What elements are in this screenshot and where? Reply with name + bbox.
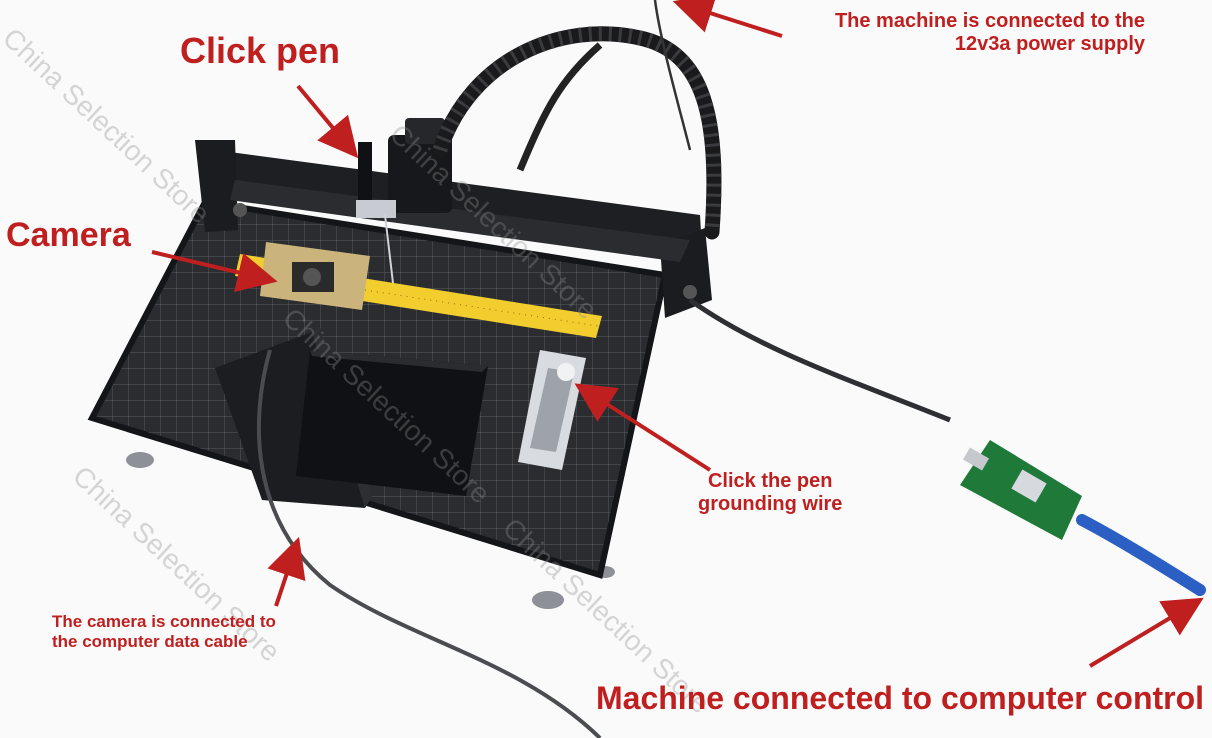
annotation-arrows <box>151 0 1204 668</box>
control-arrow <box>1088 597 1204 668</box>
grounding-wire-label: Click the pen grounding wire <box>698 470 842 516</box>
grounding-clip <box>518 350 586 470</box>
grounding-wire-label-line1: Click the pen <box>707 470 833 492</box>
camera-cable-label-line1: The camera is connected to <box>52 612 276 631</box>
power-supply-label: The machine is connected to the 12v3a po… <box>835 10 1145 56</box>
control-board <box>960 440 1206 596</box>
click-pen-arrow <box>296 84 359 159</box>
power-supply-label-line2: 12v3a power supply <box>954 33 1145 55</box>
camera-cable-arrow <box>267 536 306 607</box>
camera-board <box>260 242 370 310</box>
click-pen-label: Click pen <box>180 30 341 71</box>
camera-arrow <box>151 250 278 292</box>
camera-data-cable <box>256 349 602 738</box>
grounding-arrow <box>574 383 712 472</box>
power-supply-label-line1: The machine is connected to the <box>834 10 1145 32</box>
phone <box>296 350 488 496</box>
computer-control-label: Machine connected to computer control <box>596 680 1205 716</box>
camera-cable-label-line2: the computer data cable <box>52 631 248 651</box>
camera-cable-label: The camera is connected to the computer … <box>52 612 276 651</box>
grounding-wire-label-line2: grounding wire <box>698 493 843 515</box>
power-cable <box>688 297 951 423</box>
camera-label: Camera <box>6 216 131 254</box>
power-arrow <box>672 0 783 38</box>
